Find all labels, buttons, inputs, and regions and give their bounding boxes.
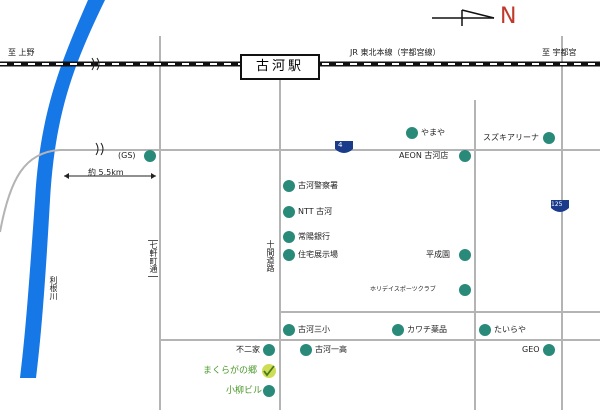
label-kawachi: カワチ薬品 bbox=[407, 325, 447, 334]
label-ntt: NTT 古河 bbox=[298, 207, 333, 216]
rail-label-center: JR 東北本線（宇都宮線） bbox=[350, 48, 441, 57]
label-funiya: 不二家 bbox=[236, 345, 260, 354]
label-gs: (GS) bbox=[118, 151, 136, 160]
roads bbox=[0, 36, 600, 410]
marker-geo bbox=[543, 344, 555, 356]
label-tairaya: たいらや bbox=[494, 325, 526, 334]
distance-label: 約 5.5km bbox=[88, 168, 124, 177]
landmark-markers bbox=[144, 127, 555, 397]
label-holiday-sports: ホリデイスポーツクラブ bbox=[370, 286, 436, 293]
marker-joyo bbox=[283, 231, 295, 243]
marker-funiya bbox=[263, 344, 275, 356]
marker-makuragaoka bbox=[262, 364, 276, 378]
marker-ntt bbox=[283, 206, 295, 218]
label-suzuki-arena: スズキアリーナ bbox=[483, 133, 539, 142]
marker-yamaya bbox=[406, 127, 418, 139]
marker-heiseien bbox=[459, 249, 471, 261]
station-name: 古河駅 bbox=[240, 54, 320, 80]
road-west-curve bbox=[0, 149, 600, 233]
label-police: 古河警察署 bbox=[298, 181, 338, 190]
marker-suzuki bbox=[543, 132, 555, 144]
marker-gs bbox=[144, 150, 156, 162]
label-yamaya: やまや bbox=[421, 128, 445, 137]
label-aeon: AEON 古河店 bbox=[399, 151, 449, 160]
rail-label-right: 至 宇都宮 bbox=[542, 48, 577, 57]
label-heiseien: 平成園 bbox=[426, 250, 450, 259]
road-juumonji-label: 十間道路 bbox=[266, 240, 275, 272]
marker-aeon bbox=[459, 150, 471, 162]
label-koga-sansho: 古河三小 bbox=[298, 325, 330, 334]
river-label: 利根川 bbox=[49, 276, 58, 300]
route-125-number: 125 bbox=[551, 201, 563, 208]
label-makuragaoka: まくらがの郷 bbox=[203, 366, 258, 376]
label-koga-ikko: 古河一高 bbox=[315, 345, 347, 354]
route-125-shield bbox=[551, 200, 569, 212]
marker-tairaya bbox=[479, 324, 491, 336]
north-label: N bbox=[500, 4, 517, 29]
label-joyo-bank: 常陽銀行 bbox=[298, 232, 330, 241]
marker-holiday bbox=[459, 284, 471, 296]
marker-kawachi bbox=[392, 324, 404, 336]
label-koyanagi: 小柳ビル bbox=[226, 386, 263, 396]
route-4-shield bbox=[335, 141, 353, 153]
break-marks bbox=[91, 57, 104, 156]
marker-housing bbox=[283, 249, 295, 261]
marker-ikko bbox=[300, 344, 312, 356]
marker-koyanagi bbox=[263, 385, 275, 397]
distance-arrow bbox=[64, 173, 156, 179]
label-geo: GEO bbox=[522, 345, 540, 354]
label-housing-expo: 住宅展示場 bbox=[298, 250, 338, 259]
road-shichiken-label: 七軒町通 bbox=[148, 240, 158, 277]
north-arrow bbox=[432, 9, 495, 26]
route-4-number: 4 bbox=[338, 141, 343, 149]
rail-label-left: 至 上野 bbox=[8, 48, 35, 57]
marker-police bbox=[283, 180, 295, 192]
marker-sansho bbox=[283, 324, 295, 336]
tone-river bbox=[20, 0, 105, 378]
